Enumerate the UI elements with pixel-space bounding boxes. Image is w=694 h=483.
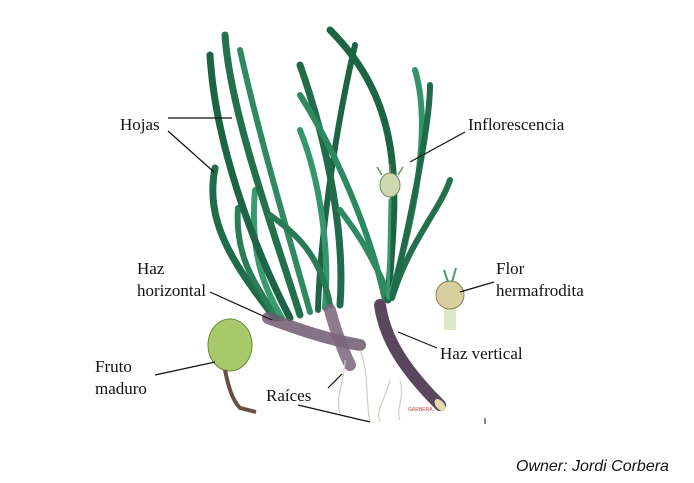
label-flor-1: Flor bbox=[496, 259, 525, 278]
label-haz-horizontal-2: horizontal bbox=[137, 281, 206, 300]
fruit bbox=[207, 318, 257, 414]
flower bbox=[435, 267, 465, 330]
label-fruto-1: Fruto bbox=[95, 357, 132, 376]
label-inflorescencia: Inflorescencia bbox=[468, 115, 565, 134]
label-haz-horizontal-1: Haz bbox=[137, 259, 165, 278]
roots bbox=[338, 349, 403, 423]
leaves bbox=[206, 26, 453, 322]
rhizome bbox=[262, 299, 446, 411]
pointer-lines bbox=[154, 117, 495, 423]
label-hojas: Hojas bbox=[120, 115, 160, 134]
owner-credit: Owner: Jordi Corbera bbox=[516, 458, 669, 475]
label-fruto-2: maduro bbox=[95, 379, 147, 398]
label-flor-2: hermafrodita bbox=[496, 281, 584, 300]
label-haz-vertical: Haz vertical bbox=[440, 344, 523, 363]
artist-signature: GARBERA bbox=[408, 407, 433, 413]
label-raices: Raíces bbox=[266, 386, 311, 405]
inflorescence bbox=[376, 164, 404, 198]
